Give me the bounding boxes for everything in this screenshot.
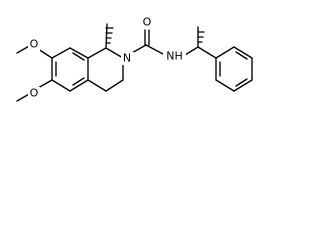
molecule-diagram: O O N O NH xyxy=(16,16,253,102)
stereo-methyl-left xyxy=(105,23,114,49)
atom-label-n-ring: N xyxy=(121,52,134,65)
atom-label-o-carbonyl: O xyxy=(141,16,153,29)
phenyl-ring-right xyxy=(197,46,253,92)
oxygen-label-carbonyl: O xyxy=(143,16,152,29)
atom-label-o-top: O xyxy=(28,38,40,51)
oxygen-label-top: O xyxy=(30,38,39,51)
atom-label-o-bottom: O xyxy=(28,87,40,100)
stereo-methyl-right xyxy=(197,26,205,48)
structure-canvas: O O N O NH xyxy=(16,15,253,102)
benzene-ring-left xyxy=(51,47,89,92)
nitrogen-label-ring: N xyxy=(123,52,131,65)
nh-label: NH xyxy=(166,50,183,63)
tetrahydro-ring xyxy=(87,47,124,92)
oxygen-label-bottom: O xyxy=(30,87,39,100)
atom-label-nh: NH xyxy=(163,50,186,63)
